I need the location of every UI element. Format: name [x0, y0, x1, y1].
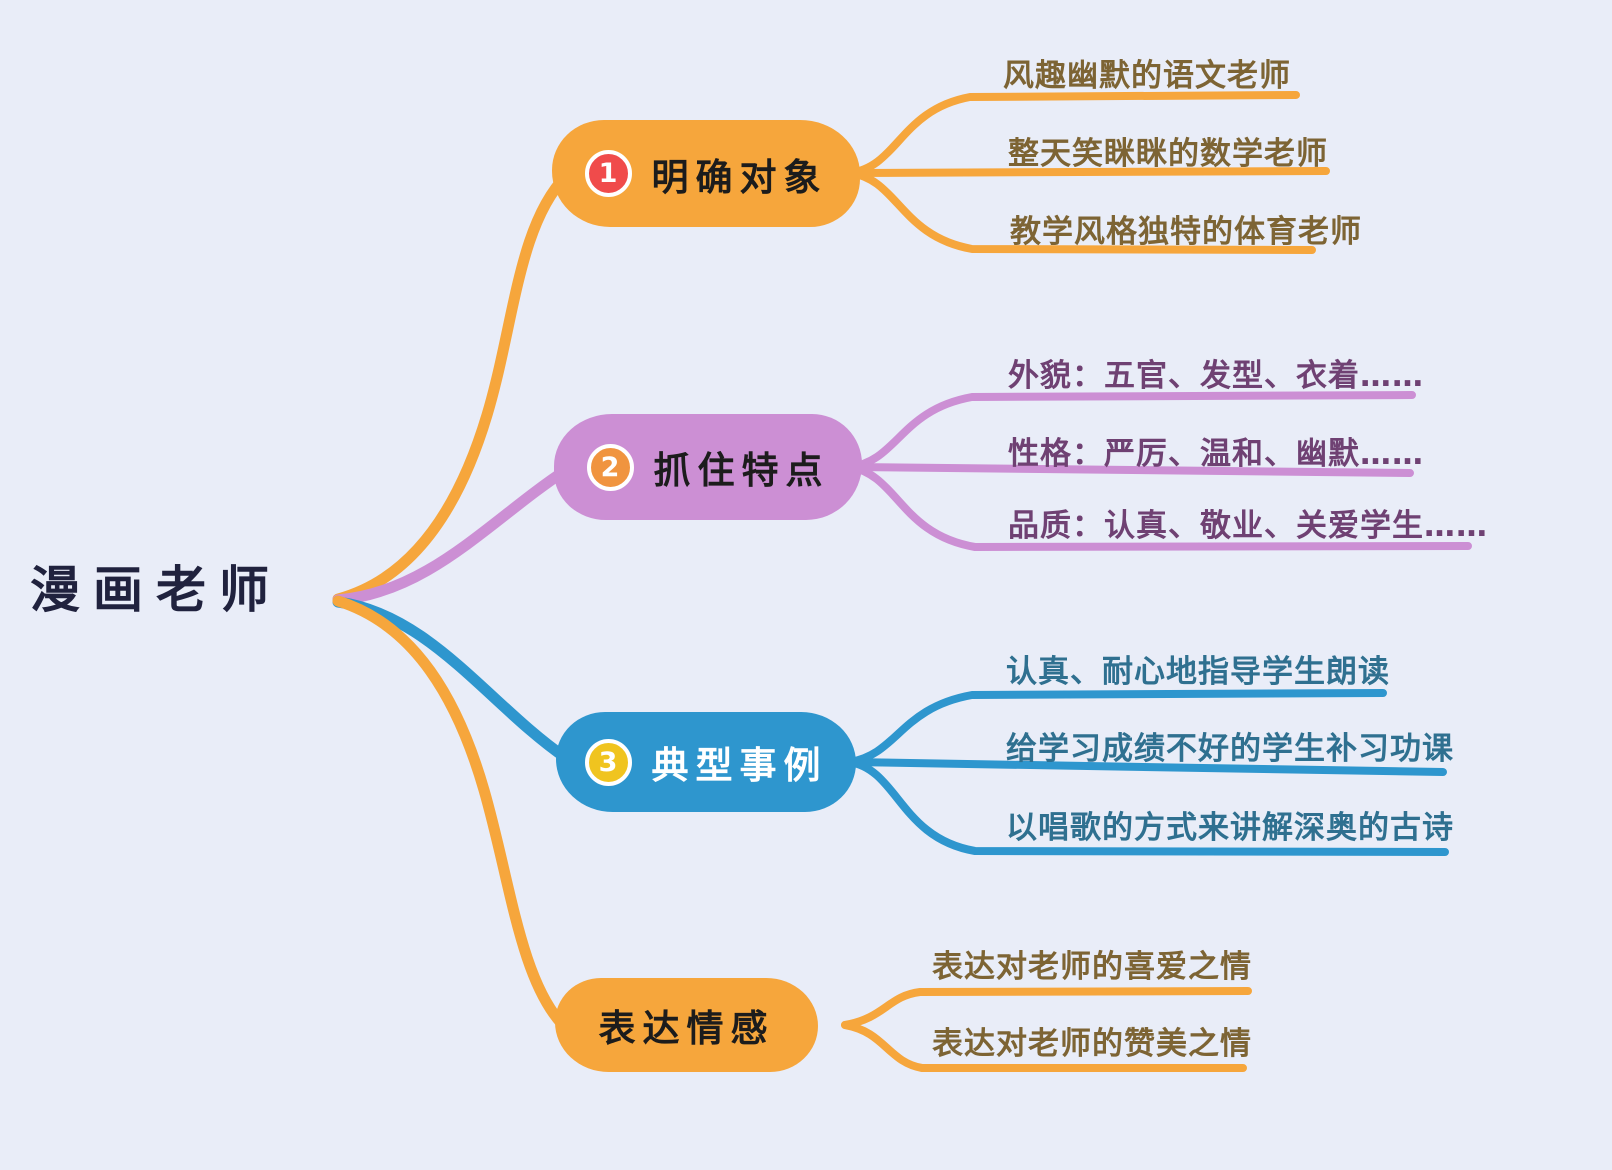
branch-1-child-2-line — [846, 167, 1330, 177]
branch-2-curve — [332, 464, 572, 606]
child-node[interactable]: 风趣幽默的语文老师 — [1003, 58, 1291, 94]
branch-4-label: 表达情感 — [598, 1007, 775, 1050]
badge-2-icon: 2 — [586, 443, 634, 491]
branch-3-curve — [332, 596, 572, 764]
child-node[interactable]: 给学习成绩不好的学生补习功课 — [1006, 731, 1454, 767]
child-node[interactable]: 表达对老师的赞美之情 — [932, 1026, 1252, 1062]
branch-4-curve — [332, 595, 568, 1030]
badge-3-icon: 3 — [584, 738, 632, 786]
branch-4-child-2-line — [841, 1021, 1247, 1072]
branch-3-label: 典型事例 — [651, 744, 828, 787]
branch-2-child-3-line — [846, 463, 1472, 551]
branch-2-label: 抓住特点 — [653, 449, 830, 492]
badge-1-icon: 1 — [584, 150, 632, 197]
child-node[interactable]: 整天笑眯眯的数学老师 — [1008, 136, 1328, 172]
child-node[interactable]: 以唱歌的方式来讲解深奥的古诗 — [1006, 810, 1454, 846]
child-node[interactable]: 外貌：五官、发型、衣着…… — [1008, 358, 1424, 394]
branch-node-biaoda-qinggan[interactable]: 表达情感 — [555, 978, 818, 1072]
branch-2-child-1-line — [846, 391, 1416, 471]
branch-node-mingque-duixiang[interactable]: 1 明确对象 — [552, 120, 860, 227]
branch-1-child-3-line — [846, 169, 1316, 254]
root-node[interactable]: 漫画老师 — [30, 561, 282, 619]
child-node[interactable]: 教学风格独特的体育老师 — [1010, 214, 1362, 250]
branch-1-child-1-line — [846, 91, 1300, 177]
child-node[interactable]: 认真、耐心地指导学生朗读 — [1006, 654, 1390, 690]
child-node[interactable]: 表达对老师的喜爱之情 — [932, 949, 1252, 985]
child-node[interactable]: 性格：严厉、温和、幽默…… — [1008, 436, 1424, 472]
branch-2-child-2-line — [846, 463, 1414, 477]
branch-3-child-3-line — [846, 758, 1449, 856]
branch-3-child-1-line — [846, 689, 1387, 766]
branch-node-zhuazhu-tedian[interactable]: 2 抓住特点 — [554, 414, 862, 520]
branch-3-child-2-line — [846, 758, 1447, 776]
child-node[interactable]: 品质：认真、敬业、关爱学生…… — [1008, 508, 1488, 544]
branch-1-curve — [332, 170, 572, 605]
branch-1-label: 明确对象 — [651, 155, 828, 199]
branch-node-dianxing-shili[interactable]: 3 典型事例 — [556, 712, 856, 812]
branch-4-child-1-line — [841, 987, 1252, 1029]
